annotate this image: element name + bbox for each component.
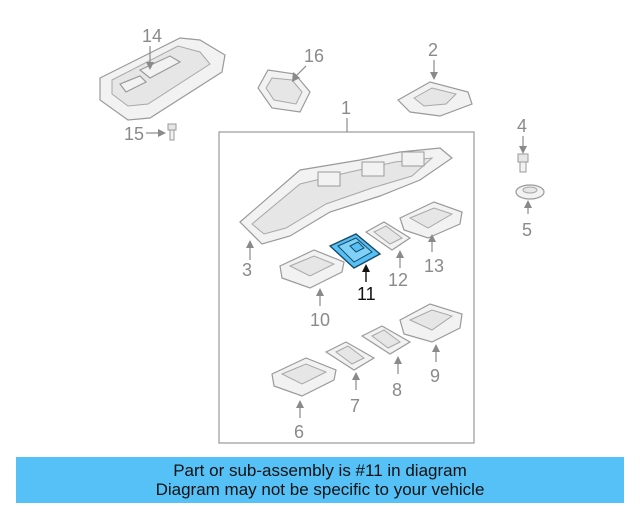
callout-14: 14 (142, 26, 162, 46)
part-12-lamp[interactable] (364, 221, 412, 251)
callout-12: 12 (388, 270, 408, 290)
part-15-screw[interactable] (167, 123, 177, 141)
part-3-rail[interactable] (239, 147, 453, 245)
part-2-bracket[interactable] (397, 81, 473, 117)
part-10-tray[interactable] (279, 249, 345, 289)
parts-diagram: 14 15 16 2 1 4 5 (99, 26, 545, 444)
callout-16: 16 (304, 46, 324, 66)
callout-10: 10 (310, 310, 330, 330)
callout-5: 5 (522, 220, 532, 240)
banner-line-1: Part or sub-assembly is #11 in diagram (173, 461, 467, 480)
info-banner: Part or sub-assembly is #11 in diagram D… (16, 457, 624, 503)
part-13-panel[interactable] (399, 201, 463, 239)
part-16-bezel[interactable] (257, 69, 311, 113)
part-6-tray[interactable] (271, 357, 337, 397)
callout-3: 3 (242, 260, 252, 280)
banner-line-2: Diagram may not be specific to your vehi… (155, 480, 485, 499)
callout-6: 6 (294, 422, 304, 442)
callout-15: 15 (124, 124, 144, 144)
part-11-lamp-housing[interactable] (328, 233, 382, 269)
callout-1: 1 (341, 98, 351, 118)
part-8-tray[interactable] (360, 325, 412, 355)
part-5-clip[interactable] (515, 184, 545, 200)
callout-9: 9 (430, 366, 440, 386)
part-9-housing[interactable] (399, 303, 463, 343)
callout-7: 7 (350, 396, 360, 416)
callout-8: 8 (392, 380, 402, 400)
part-4-bolt[interactable] (517, 153, 529, 173)
callout-2: 2 (428, 40, 438, 60)
part-7-tray[interactable] (324, 341, 376, 371)
callout-13: 13 (424, 256, 444, 276)
part-14-console[interactable] (99, 37, 226, 121)
callout-4: 4 (517, 116, 527, 136)
callout-11: 11 (357, 284, 376, 304)
